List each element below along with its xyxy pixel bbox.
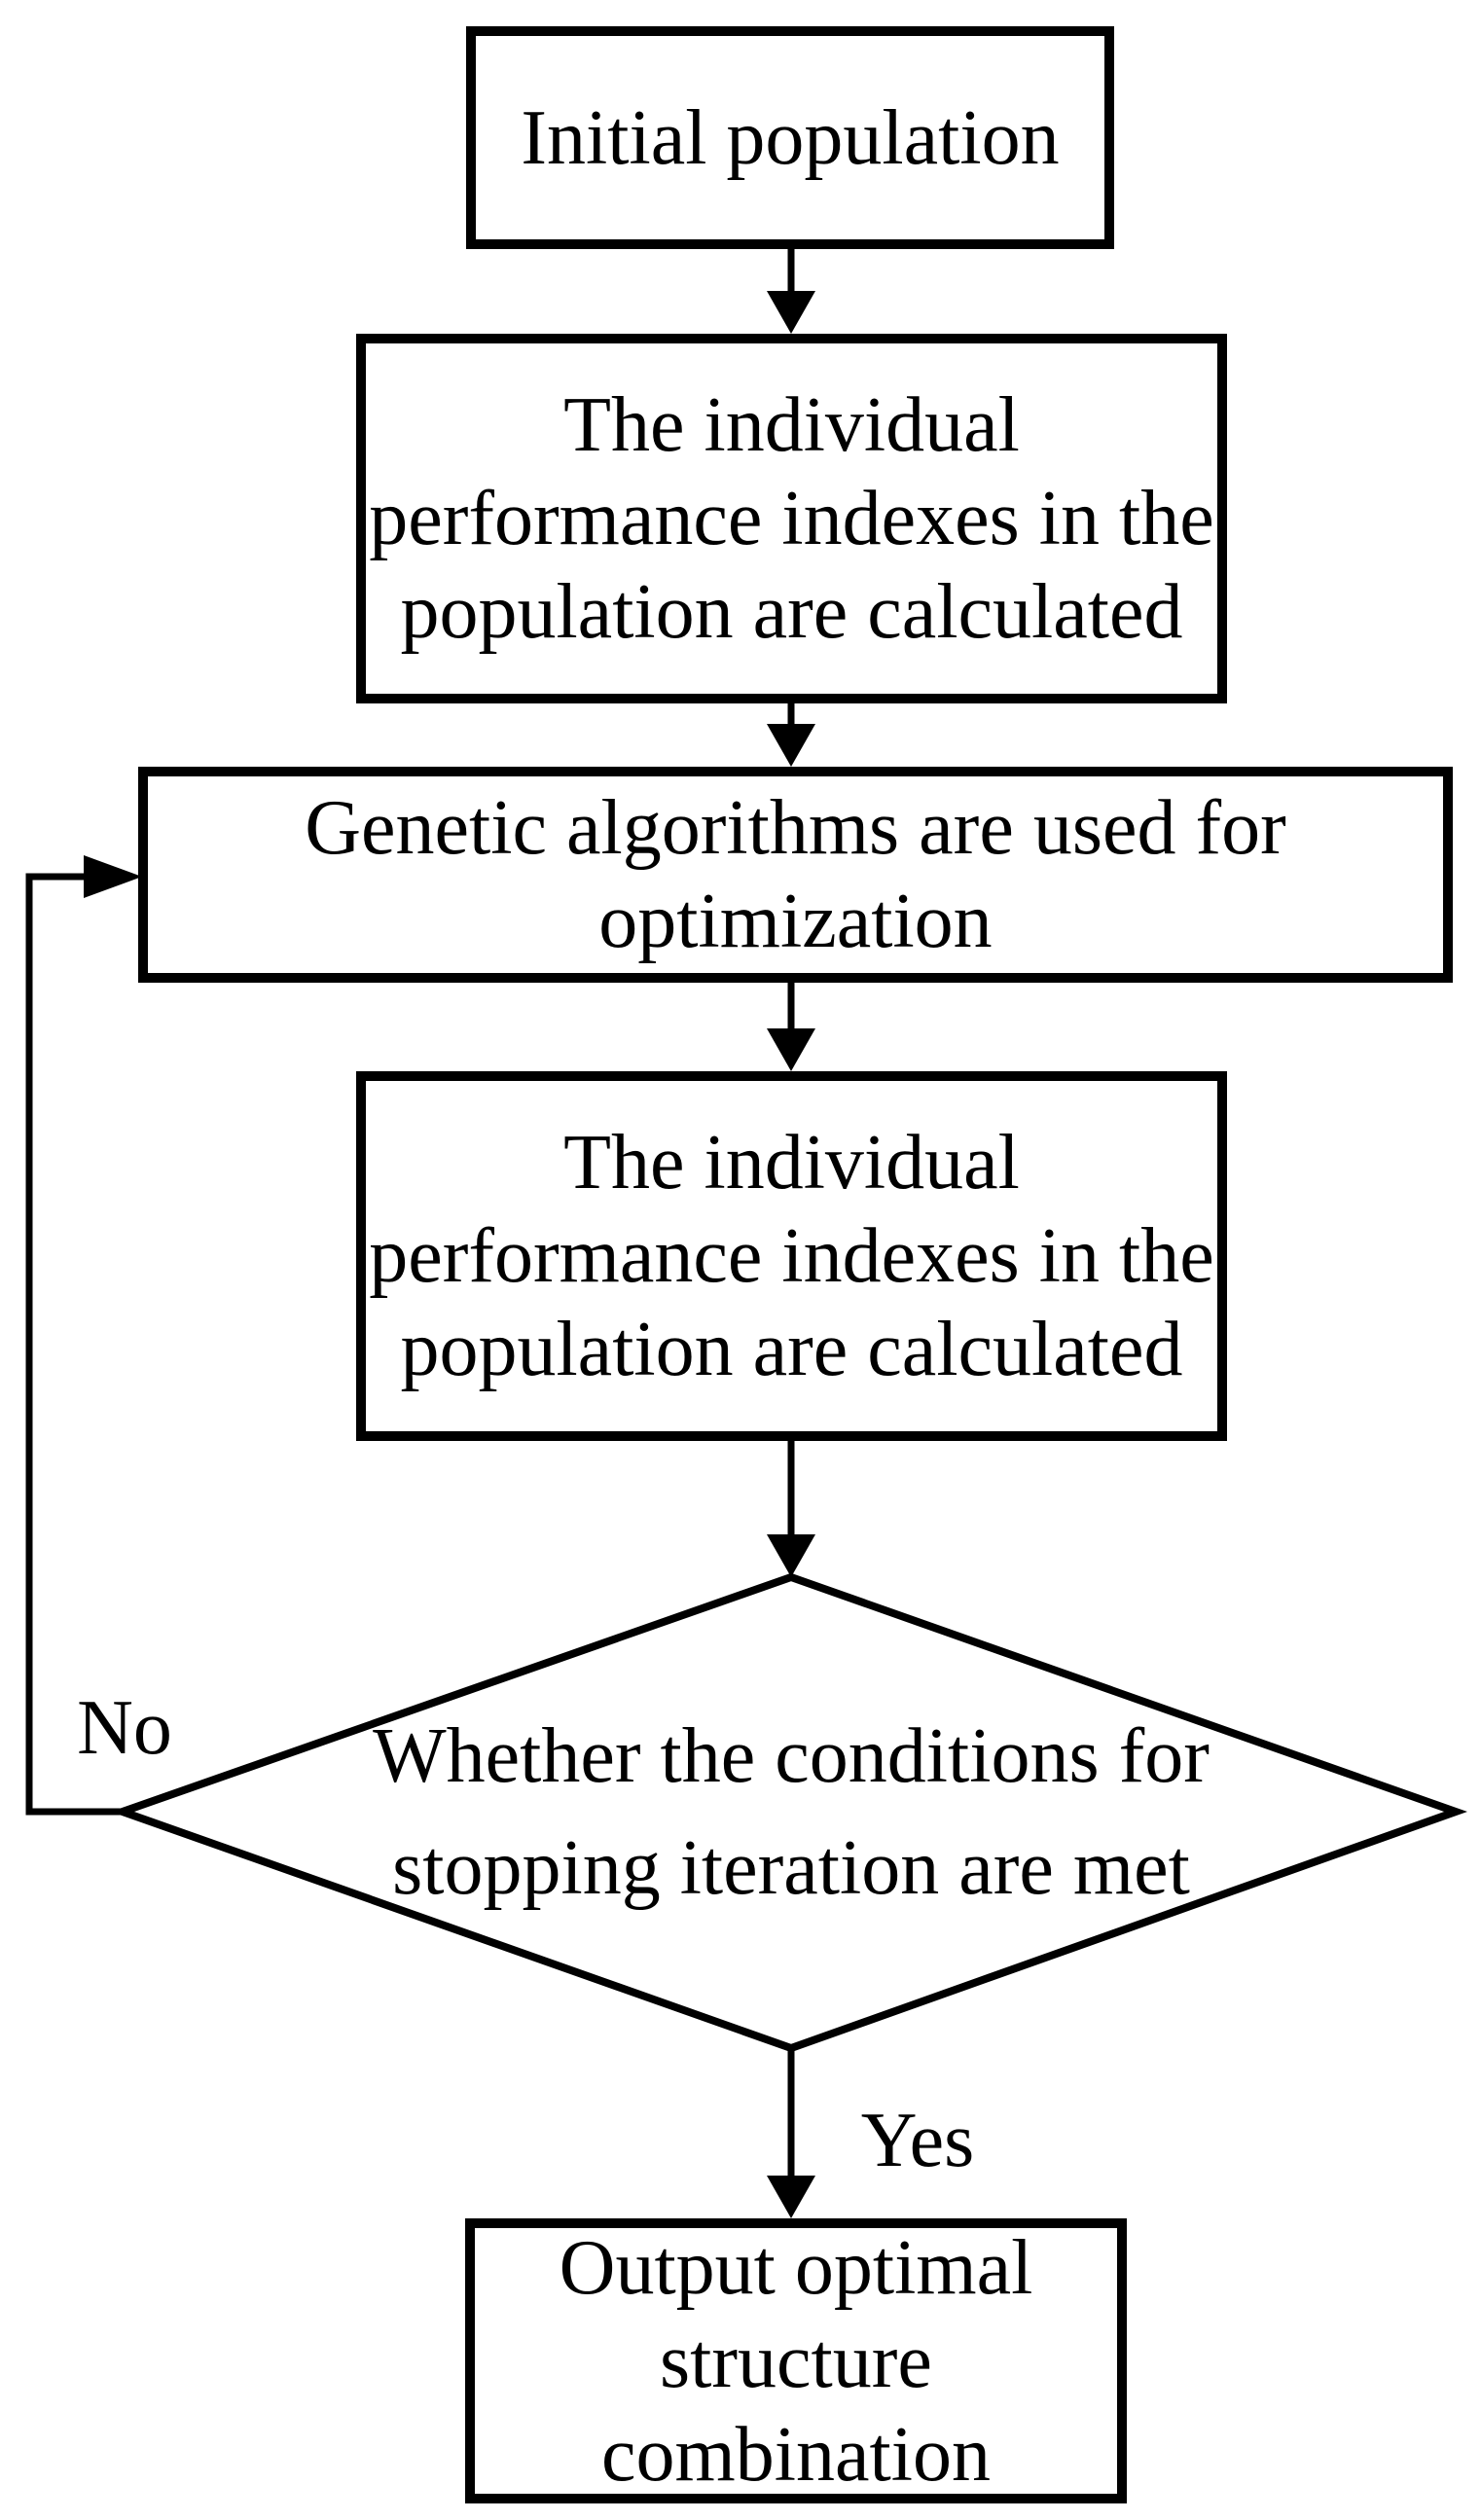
node-output-optimal-label: Output optimal structure combination bbox=[559, 2224, 1033, 2498]
node-performance-indexes-2: The individual performance indexes in th… bbox=[356, 1071, 1227, 1441]
node-output-optimal: Output optimal structure combination bbox=[465, 2218, 1127, 2503]
arrow-decision-to-output-icon bbox=[767, 2044, 815, 2218]
decision-node-label: Whether the conditions for stopping iter… bbox=[373, 1713, 1210, 1911]
node-performance-indexes-1-label: The individual performance indexes in th… bbox=[369, 382, 1214, 655]
arrow-initial-to-calc1-icon bbox=[767, 245, 815, 334]
no-branch-label: No bbox=[77, 1685, 172, 1771]
yes-branch-label: Yes bbox=[860, 2098, 975, 2183]
node-genetic-algorithms: Genetic algorithms are used for optimiza… bbox=[138, 767, 1453, 983]
decision-node-text: Whether the conditions for stopping iter… bbox=[123, 1577, 1460, 2048]
node-performance-indexes-2-label: The individual performance indexes in th… bbox=[369, 1120, 1214, 1392]
arrow-genetic-to-calc2-icon bbox=[767, 978, 815, 1071]
node-initial-population: Initial population bbox=[466, 26, 1114, 249]
node-genetic-algorithms-label: Genetic algorithms are used for optimiza… bbox=[305, 785, 1286, 964]
arrow-calc2-to-decision-icon bbox=[767, 1436, 815, 1577]
no-loop-connector-icon bbox=[25, 855, 142, 1816]
node-initial-population-label: Initial population bbox=[521, 94, 1060, 181]
arrow-calc1-to-genetic-icon bbox=[767, 699, 815, 767]
node-performance-indexes-1: The individual performance indexes in th… bbox=[356, 334, 1227, 703]
